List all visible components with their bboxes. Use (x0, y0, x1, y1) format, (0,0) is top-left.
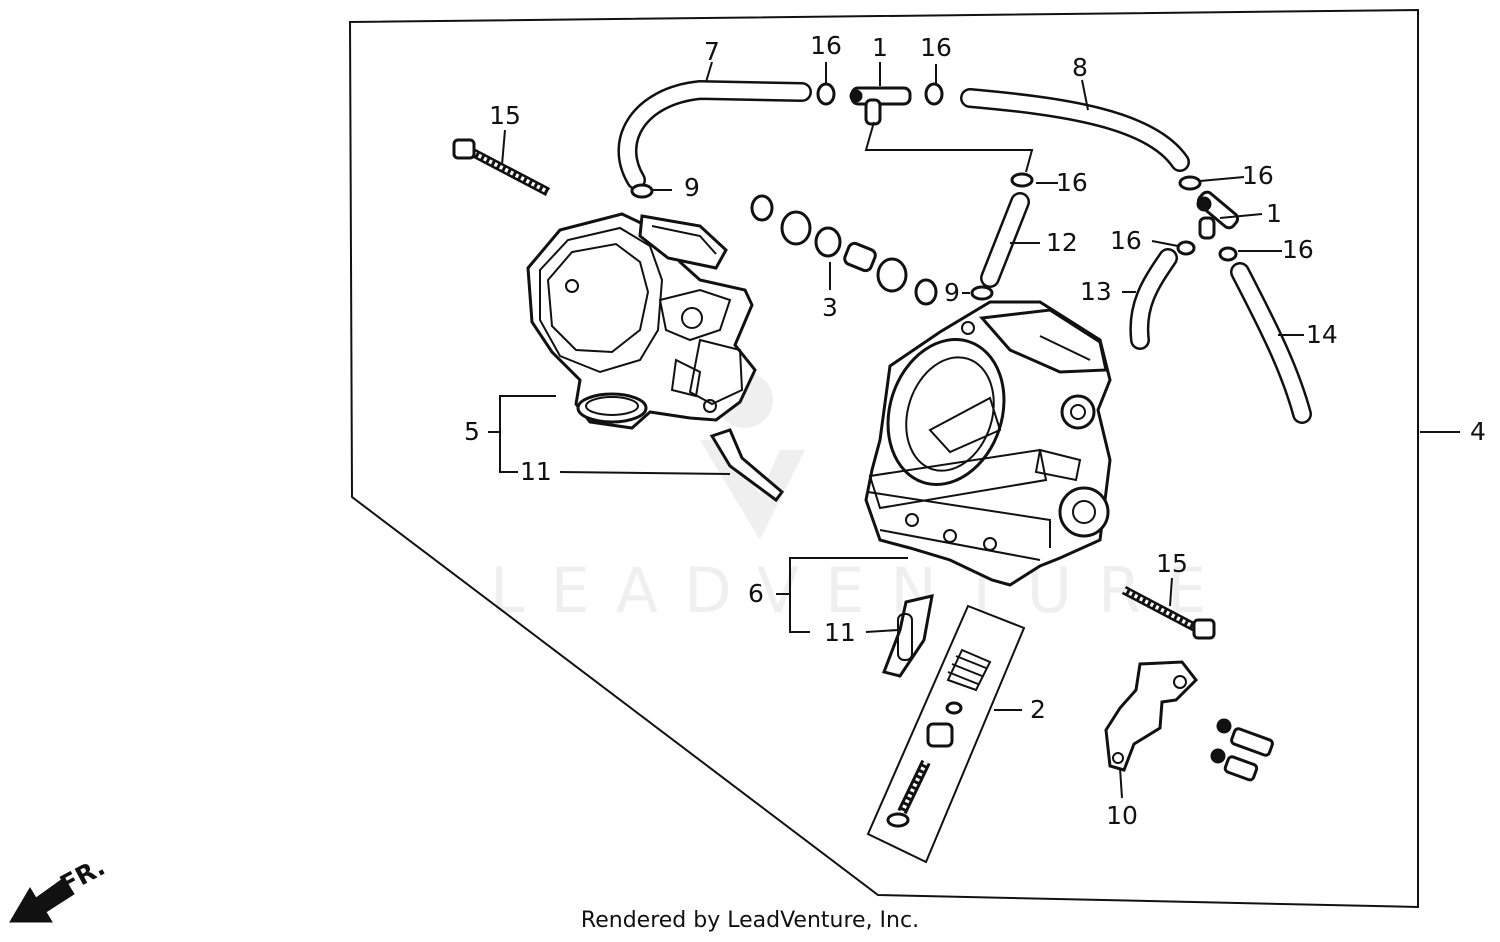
screw-set-2 (866, 604, 1026, 864)
callout-1-top: 1 (872, 33, 888, 62)
callout-4: 4 (1470, 417, 1486, 446)
hose-8 (960, 88, 1190, 172)
t-joint-top (849, 86, 912, 126)
hose-12 (980, 192, 1030, 288)
right-carburetor (864, 300, 1112, 587)
callout-16-top-right: 16 (920, 33, 952, 62)
callout-16-right-lower: 16 (1282, 235, 1314, 264)
clamps (630, 82, 1238, 301)
callout-16-right-left: 16 (1110, 226, 1142, 255)
callout-11-left: 11 (520, 457, 552, 486)
callout-7: 7 (704, 37, 720, 66)
callout-12: 12 (1046, 228, 1078, 257)
callout-8: 8 (1072, 53, 1088, 82)
callout-2: 2 (1030, 695, 1046, 724)
callout-9-right: 9 (944, 278, 960, 307)
callout-13: 13 (1080, 277, 1112, 306)
hose-14 (1230, 262, 1312, 424)
joint-pipe-set (750, 194, 938, 306)
callout-16-mid: 16 (1056, 168, 1088, 197)
hose-7 (617, 79, 812, 190)
bracket-left (709, 428, 785, 503)
callout-10: 10 (1106, 801, 1138, 830)
t-joint-right (1196, 190, 1240, 240)
callout-14: 14 (1306, 320, 1338, 349)
leader-lines (488, 61, 1460, 799)
left-carburetor (526, 212, 757, 430)
callout-6: 6 (748, 579, 764, 608)
assembly-boundary (348, 8, 1419, 909)
callout-16-top-left: 16 (810, 31, 842, 60)
callout-labels: 7 16 1 16 8 15 9 16 16 1 16 16 12 9 13 3… (464, 31, 1486, 830)
screw-lower-right (1121, 586, 1216, 640)
small-bolts (1210, 718, 1274, 782)
callout-9-left: 9 (684, 173, 700, 202)
callout-16-right-upper: 16 (1242, 161, 1274, 190)
callout-11-right: 11 (824, 618, 856, 647)
bracket-right (881, 594, 934, 678)
footer-credit: Rendered by LeadVenture, Inc. (580, 908, 920, 933)
callout-15-upper: 15 (489, 101, 521, 130)
callout-5: 5 (464, 417, 480, 446)
callout-15-lower: 15 (1156, 549, 1188, 578)
callout-3: 3 (822, 293, 838, 322)
callout-1-right: 1 (1266, 199, 1282, 228)
link-bracket-10 (1104, 660, 1198, 772)
watermark-text: LEADVENTURE (490, 554, 1232, 627)
hose-13 (1129, 248, 1178, 350)
screw-upper-left (452, 138, 551, 196)
